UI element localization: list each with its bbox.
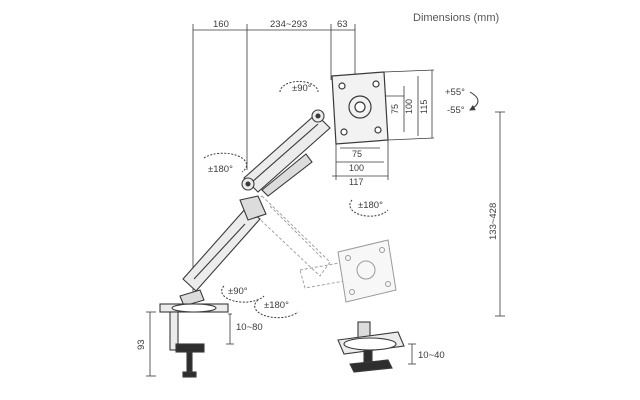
dim-160-label: 160: [213, 19, 229, 30]
vesa-h2-label: 100: [404, 99, 414, 114]
grommet-dimension-lines: [408, 343, 416, 365]
tilt-down-label: -55°: [447, 105, 465, 116]
vesa-w1-label: 75: [352, 149, 362, 159]
clamp-range-label: 10~80: [236, 322, 263, 333]
rotation-base-label: ±90°: [228, 286, 248, 297]
grommet-base: [337, 321, 405, 373]
ghost-arm: [249, 195, 351, 289]
rotation-monitor-label: ±180°: [358, 200, 383, 211]
tilt-arrow-icon: [469, 91, 479, 111]
height-range-label: 133~428: [488, 203, 499, 240]
rotation-base-badge: ±90°: [221, 285, 265, 303]
diagram-title: Dimensions (mm): [413, 12, 499, 24]
grommet-range-label: 10~40: [418, 350, 445, 361]
rotation-elbow-label: ±180°: [208, 164, 233, 175]
vesa-w2-label: 100: [349, 163, 364, 173]
vesa-dimension-lines: [332, 69, 435, 180]
rotation-elbow-badge: ±180°: [203, 152, 248, 175]
clamp-dimension-lines: [146, 311, 234, 377]
rotation-head-label: ±90°: [292, 83, 312, 94]
dim-234-293-label: 234~293: [270, 19, 307, 30]
ghost-monitor-plate: [337, 239, 397, 303]
vesa-h1-label: 75: [390, 104, 400, 114]
rotation-lower-label: ±180°: [264, 300, 289, 311]
top-dimension-lines: [192, 24, 356, 300]
vesa-h3-label: 115: [419, 100, 429, 114]
rotation-lower-badge: ±180°: [254, 299, 299, 319]
desk-clamp: [159, 289, 229, 378]
lower-arm: [182, 195, 267, 292]
vesa-plate: [331, 71, 389, 145]
tilt-up-label: +55°: [445, 87, 465, 98]
vesa-w3-label: 117: [349, 177, 363, 187]
dim-63-label: 63: [337, 19, 348, 30]
rotation-head-badge: ±90°: [279, 80, 319, 94]
rotation-monitor-badge: ±180°: [349, 199, 389, 217]
height-range-line: [495, 111, 505, 317]
upper-arm: [241, 109, 331, 197]
clamp-height-label: 93: [136, 339, 147, 350]
